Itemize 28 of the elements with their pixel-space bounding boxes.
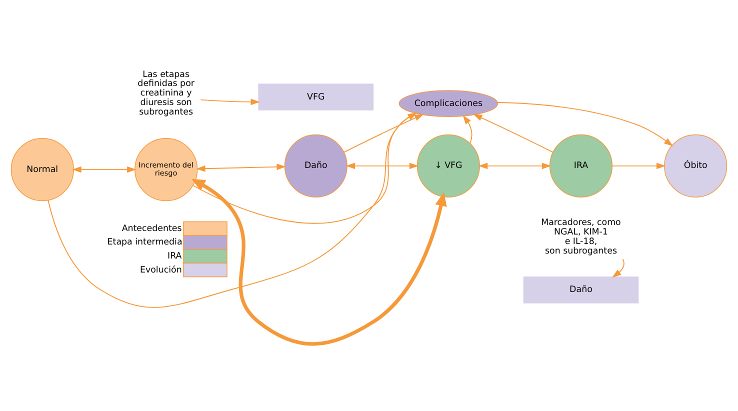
arrow xyxy=(478,162,552,170)
legend-label: Etapa intermedia xyxy=(107,238,182,248)
node-circle: ↓ VFG xyxy=(416,134,480,198)
node-circle: IRA xyxy=(549,134,613,198)
arrow xyxy=(612,162,666,170)
arrow xyxy=(344,114,424,153)
arrow xyxy=(48,112,417,308)
arrow xyxy=(72,166,136,173)
arrow xyxy=(473,114,554,153)
legend-label: Antecedentes xyxy=(122,224,182,234)
legend-label: IRA xyxy=(168,251,182,262)
arrow xyxy=(497,102,674,146)
node-circle: Normal xyxy=(10,138,74,202)
node-text: Las etapas definidas por creatinina y diuresis son subrogantes xyxy=(138,70,194,118)
node-box: Daño xyxy=(523,276,639,304)
arrow xyxy=(191,178,447,346)
arrow xyxy=(200,98,260,106)
node-circle: Incremento del riesgo xyxy=(134,138,198,202)
arrow xyxy=(196,164,286,172)
node-box: VFG xyxy=(258,84,374,110)
arrow xyxy=(346,162,419,170)
node-text: Marcadores, como NGAL, KIM-1 e IL-18, son subrogantes xyxy=(541,218,621,256)
arrow xyxy=(612,258,624,278)
arrow xyxy=(192,112,417,224)
legend-label: Evolución xyxy=(140,265,182,276)
node-circle: Daño xyxy=(284,134,348,198)
node-ellipse: Complicaciones xyxy=(398,90,498,117)
arrow xyxy=(462,115,472,144)
